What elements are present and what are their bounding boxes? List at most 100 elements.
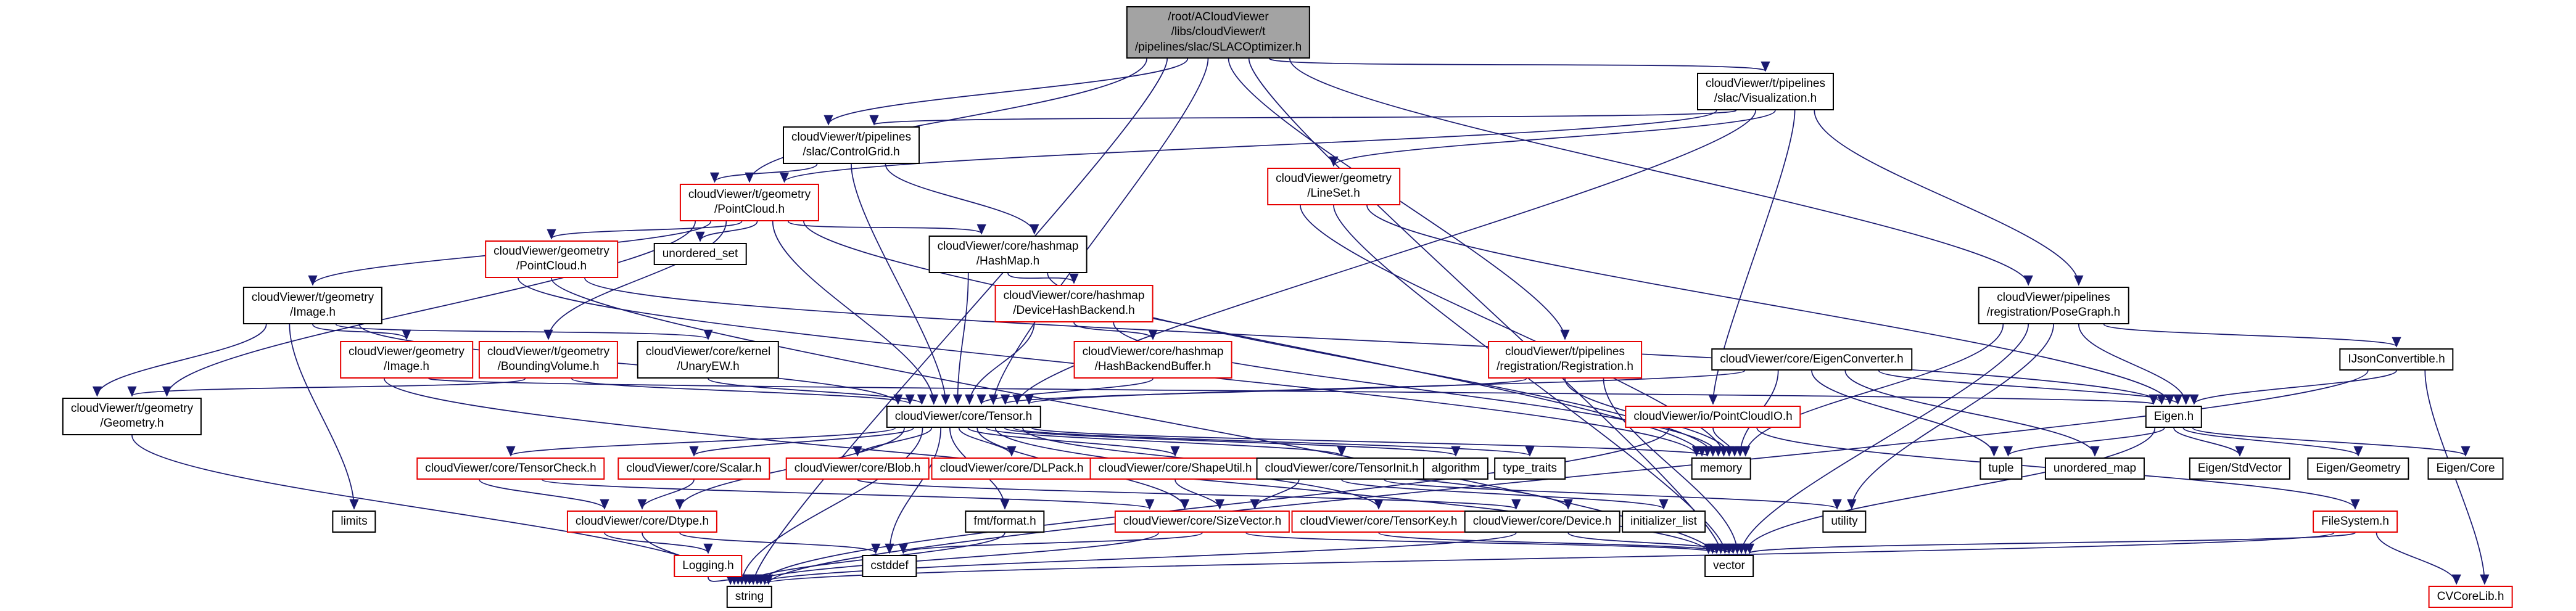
graph-node-cvcorelib[interactable]: CVCoreLib.h xyxy=(2428,586,2513,609)
graph-node-limits[interactable]: limits xyxy=(332,511,376,533)
edge-tensorinit-sizevector xyxy=(1250,479,1300,510)
edge-scalar-dtype xyxy=(637,479,695,510)
graph-node-eigen_geometry[interactable]: Eigen/Geometry xyxy=(2307,457,2409,480)
graph-node-tensor[interactable]: cloudViewer/core/Tensor.h xyxy=(886,406,1041,429)
graph-node-tpointcloud[interactable]: cloudViewer/t/geometry /PointCloud.h xyxy=(679,184,820,221)
graph-node-memory[interactable]: memory xyxy=(1691,457,1751,480)
graph-node-device[interactable]: cloudViewer/core/Device.h xyxy=(1464,511,1620,533)
edge-boundingvolume-tgeometry xyxy=(127,378,526,397)
edge-posegraph-eigenh xyxy=(2078,324,2191,405)
graph-node-gpointcloud[interactable]: cloudViewer/geometry /PointCloud.h xyxy=(485,240,618,278)
graph-node-eigen_core[interactable]: Eigen/Core xyxy=(2427,457,2504,480)
edge-eigenh-eigen_core xyxy=(2192,427,2471,457)
graph-node-dtype[interactable]: cloudViewer/core/Dtype.h xyxy=(566,511,718,533)
graph-node-tensorinit[interactable]: cloudViewer/core/TensorInit.h xyxy=(1256,457,1427,480)
edge-eigenconverter-tensor xyxy=(1025,370,1746,405)
graph-node-lineset[interactable]: cloudViewer/geometry /LineSet.h xyxy=(1267,168,1400,205)
graph-node-boundingvolume[interactable]: cloudViewer/t/geometry /BoundingVolume.h xyxy=(478,341,619,379)
edge-dtype-cstddef xyxy=(679,532,881,554)
graph-node-initializer_list[interactable]: initializer_list xyxy=(1622,511,1706,533)
graph-node-tuple[interactable]: tuple xyxy=(1979,457,2023,480)
graph-node-eigen_stdvector[interactable]: Eigen/StdVector xyxy=(2189,457,2291,480)
edge-root-visualization xyxy=(1268,58,1770,72)
edge-tpointcloud-tensor xyxy=(772,221,939,405)
graph-node-gimage[interactable]: cloudViewer/geometry /Image.h xyxy=(340,341,473,379)
edge-lineset-vector xyxy=(1333,205,1730,554)
edge-root-tensor xyxy=(988,58,1209,405)
edge-lineset-eigenh xyxy=(1366,205,2174,405)
edge-timage-tensor xyxy=(358,324,903,405)
edge-gimage-eigenh xyxy=(428,378,2157,405)
edge-eigenconverter-tuple xyxy=(1811,370,1999,457)
edge-shapeutil-sizevector xyxy=(1174,479,1224,510)
graph-node-fmtformat[interactable]: fmt/format.h xyxy=(965,511,1045,533)
edge-visualization-posegraph xyxy=(1814,110,2084,286)
graph-node-visualization[interactable]: cloudViewer/t/pipelines /slac/Visualizat… xyxy=(1697,73,1834,110)
graph-node-string[interactable]: string xyxy=(726,586,773,609)
graph-node-hashbackendbuffer[interactable]: cloudViewer/core/hashmap /HashBackendBuf… xyxy=(1073,341,1232,379)
graph-node-utility[interactable]: utility xyxy=(1822,511,1867,533)
edge-tensorcheck-dtype xyxy=(479,479,609,510)
graph-node-tgeometry[interactable]: cloudViewer/t/geometry /Geometry.h xyxy=(62,398,202,435)
graph-node-unordered_set[interactable]: unordered_set xyxy=(653,243,747,266)
edge-eigenh-eigen_geometry xyxy=(2182,427,2363,457)
graph-node-controlgrid[interactable]: cloudViewer/t/pipelines /slac/ControlGri… xyxy=(783,126,920,164)
edge-tensorinit-utility xyxy=(1384,479,1842,510)
edge-unaryew-tensor xyxy=(708,378,927,405)
edge-posegraph-ijson xyxy=(2103,324,2401,348)
graph-node-timage[interactable]: cloudViewer/t/geometry /Image.h xyxy=(242,287,383,324)
edge-tensor-tensorcheck xyxy=(506,427,896,457)
graph-node-dlpack[interactable]: cloudViewer/core/DLPack.h xyxy=(931,457,1092,480)
graph-node-eigenh[interactable]: Eigen.h xyxy=(2145,406,2203,429)
graph-node-hashmap[interactable]: cloudViewer/core/hashmap /HashMap.h xyxy=(928,236,1088,273)
edge-pointcloudio-string xyxy=(756,427,1670,585)
graph-node-logging[interactable]: Logging.h xyxy=(674,555,743,578)
graph-node-unordered_map[interactable]: unordered_map xyxy=(2044,457,2145,480)
graph-node-eigenconverter[interactable]: cloudViewer/core/EigenConverter.h xyxy=(1711,348,1912,371)
graph-node-blob[interactable]: cloudViewer/core/Blob.h xyxy=(785,457,930,480)
graph-node-devicehash[interactable]: cloudViewer/core/hashmap /DeviceHashBack… xyxy=(994,285,1154,322)
graph-node-registration[interactable]: cloudViewer/t/pipelines /registration/Re… xyxy=(1488,341,1642,379)
edge-tensor-cstddef xyxy=(885,427,941,554)
graph-node-ijson[interactable]: IJsonConvertible.h xyxy=(2339,348,2454,371)
edge-posegraph-vector xyxy=(1736,324,2029,554)
edge-eigenh-vector xyxy=(1741,427,2156,554)
edge-tensor-algorithm xyxy=(1004,427,1461,457)
edge-timage-unaryew xyxy=(335,324,713,340)
graph-node-algorithm[interactable]: algorithm xyxy=(1422,457,1489,480)
edge-posegraph-utility xyxy=(1847,324,2054,510)
edge-tpointcloud-boundingvolume xyxy=(543,221,727,340)
graph-node-cstddef[interactable]: cstddef xyxy=(862,555,917,578)
edge-devicehash-tensor xyxy=(965,322,1035,405)
graph-node-root: /root/ACloudViewer /libs/cloudViewer/t /… xyxy=(1126,6,1311,59)
graph-node-tensorcheck[interactable]: cloudViewer/core/TensorCheck.h xyxy=(416,457,605,480)
edge-sizevector-cstddef xyxy=(899,532,1203,554)
graph-node-vector[interactable]: vector xyxy=(1704,555,1754,578)
edge-visualization-tensor xyxy=(1012,110,1756,405)
graph-node-filesystem[interactable]: FileSystem.h xyxy=(2313,511,2398,533)
edge-dtype-logging xyxy=(604,532,713,554)
edge-visualization-tpointcloud xyxy=(780,110,1717,183)
edge-timage-limits xyxy=(289,324,359,510)
edge-tensor-scalar xyxy=(689,427,914,457)
graph-node-scalar[interactable]: cloudViewer/core/Scalar.h xyxy=(617,457,770,480)
edge-tpointcloud-unordered_set xyxy=(695,221,758,242)
edge-ijson-eigenh xyxy=(2189,370,2397,405)
edge-tensorkey-vector xyxy=(1378,532,1734,554)
edge-gpointcloud-eigenh xyxy=(584,277,2166,405)
edge-registration-vector xyxy=(1603,378,1742,554)
graph-node-unaryew[interactable]: cloudViewer/core/kernel /UnaryEW.h xyxy=(637,341,780,379)
graph-node-shapeutil[interactable]: cloudViewer/core/ShapeUtil.h xyxy=(1089,457,1261,480)
graph-node-pointcloudio[interactable]: cloudViewer/io/PointCloudIO.h xyxy=(1625,406,1801,429)
edge-device-string xyxy=(753,532,1517,585)
edge-sizevector-vector xyxy=(1245,532,1721,554)
edge-hashmap-devicehash xyxy=(1007,273,1079,284)
edge-tensor-dlpack xyxy=(958,427,1017,457)
graph-node-type_traits[interactable]: type_traits xyxy=(1494,457,1566,480)
edge-eigenconverter-eigenh xyxy=(1878,370,2182,405)
graph-node-tensorkey[interactable]: cloudViewer/core/TensorKey.h xyxy=(1291,511,1466,533)
edge-pointcloudio-memory xyxy=(1712,427,1740,457)
graph-node-posegraph[interactable]: cloudViewer/pipelines /registration/Pose… xyxy=(1978,287,2129,324)
graph-node-sizevector[interactable]: cloudViewer/core/SizeVector.h xyxy=(1114,511,1290,533)
